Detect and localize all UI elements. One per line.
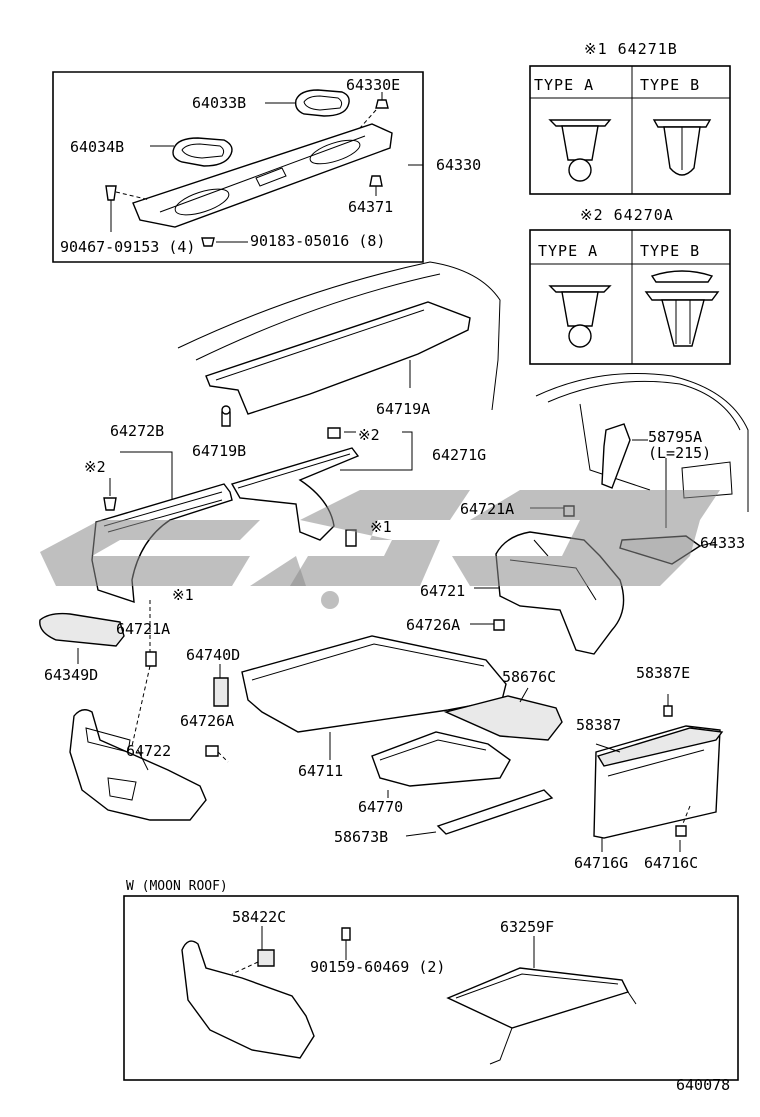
label-64721A-left: 64721A	[116, 620, 170, 638]
label-64740D: 64740D	[186, 646, 240, 664]
trim-58422C-panel	[181, 940, 315, 1059]
label-ref1-low: ※1	[172, 586, 194, 604]
clip-box-1-title: ※1 64271B	[584, 40, 678, 58]
label-64716C: 64716C	[644, 854, 698, 872]
label-ref2-left: ※2	[84, 458, 106, 476]
label-64330: 64330	[436, 156, 481, 174]
label-64272B: 64272B	[110, 422, 164, 440]
speaker-cover-left	[172, 137, 233, 167]
speaker-cover-right	[294, 89, 350, 117]
strip-58673B	[436, 789, 554, 835]
clip-box-2-type-b: TYPE B	[640, 242, 700, 260]
label-64726A-right: 64726A	[406, 616, 460, 634]
cover-64349D	[39, 612, 125, 647]
watermark-logo	[40, 490, 720, 609]
board-64770	[371, 731, 511, 787]
clip-64371	[369, 175, 383, 187]
label-64711: 64711	[298, 762, 343, 780]
cushion-58795A	[601, 423, 631, 489]
label-64033B: 64033B	[192, 94, 246, 112]
label-58673B: 58673B	[334, 828, 388, 846]
clip-box-2-title: ※2 64270A	[580, 206, 674, 224]
speaker-hole-right	[309, 139, 361, 165]
screw-90467	[105, 185, 117, 201]
pad-58676C	[443, 695, 563, 741]
label-58676C: 58676C	[502, 668, 556, 686]
tray-center-cutout	[255, 167, 287, 187]
trunk-side-trim-64722	[69, 709, 207, 821]
part-labels: 64330E 64033B 64034B 64330 64371 90467-0…	[44, 76, 745, 976]
clip-type-box-2	[529, 229, 731, 365]
sunshade-63259F	[446, 967, 629, 1029]
label-64716G: 64716G	[574, 854, 628, 872]
label-64770: 64770	[358, 798, 403, 816]
label-64719B: 64719B	[192, 442, 246, 460]
clip-type-box-1	[529, 65, 731, 195]
label-63259F: 63259F	[500, 918, 554, 936]
label-64333: 64333	[700, 534, 745, 552]
label-90467: 90467-09153 (4)	[60, 238, 195, 256]
clip-box-2-type-a: TYPE A	[538, 242, 598, 260]
trim-panel-64719A	[205, 301, 471, 415]
clip-box-labels: ※1 64271B TYPE A TYPE B ※2 64270A TYPE A…	[534, 40, 700, 260]
clip-64330E	[375, 99, 389, 109]
plate-64740D	[213, 677, 229, 707]
label-64722: 64722	[126, 742, 171, 760]
label-58795A-length: (L=215)	[648, 444, 711, 462]
label-58422C: 58422C	[232, 908, 286, 926]
label-64719A: 64719A	[376, 400, 430, 418]
tray-edge-line	[159, 135, 366, 213]
label-64271G: 64271G	[432, 446, 486, 464]
label-ref2-right: ※2	[358, 426, 380, 444]
label-64371: 64371	[348, 198, 393, 216]
label-58795A: 58795A	[648, 428, 702, 446]
nut-90183	[201, 237, 215, 247]
tray-group-box	[52, 71, 424, 263]
label-64721A-right: 64721A	[460, 500, 514, 518]
clip-box-1-type-a: TYPE A	[534, 76, 594, 94]
label-58387: 58387	[576, 716, 621, 734]
label-64330E: 64330E	[346, 76, 400, 94]
clip-box-1-type-b: TYPE B	[640, 76, 700, 94]
label-64721: 64721	[420, 582, 465, 600]
label-64726A-left: 64726A	[180, 712, 234, 730]
clip-58422C	[257, 949, 275, 967]
inset-title: W (MOON ROOF)	[126, 879, 228, 894]
label-58387E: 58387E	[636, 664, 690, 682]
label-64349D: 64349D	[44, 666, 98, 684]
moon-roof-inset-box	[123, 895, 739, 1081]
speaker-hole-left	[174, 188, 230, 216]
label-90183: 90183-05016 (8)	[250, 232, 385, 250]
diagram-code: 640078	[676, 1076, 730, 1094]
label-90159: 90159-60469 (2)	[310, 958, 445, 976]
label-ref1-mid: ※1	[370, 518, 392, 536]
label-64034B: 64034B	[70, 138, 124, 156]
